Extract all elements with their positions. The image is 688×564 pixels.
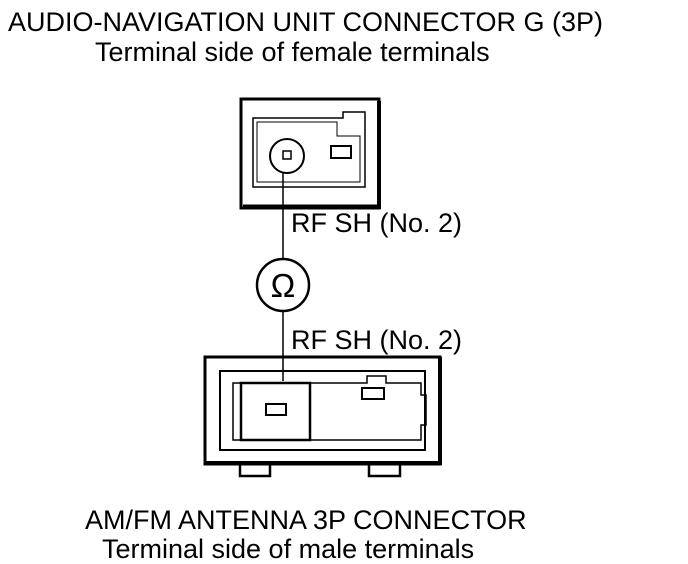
bottom-connector-body (219, 370, 426, 451)
bottom-connector (203, 355, 442, 478)
top-connector-title: AUDIO-NAVIGATION UNIT CONNECTOR G (3P) (8, 7, 604, 37)
bottom-connector-housing (232, 375, 427, 441)
ohm-symbol: Ω (271, 267, 296, 304)
bottom-connector-subtitle: Terminal side of male terminals (102, 534, 475, 564)
latch-tab-left (238, 464, 272, 478)
test-circuit (255, 173, 311, 381)
top-connector-subtitle: Terminal side of female terminals (95, 37, 490, 67)
coax-terminal-outer (269, 138, 305, 174)
top-connector-housing (252, 111, 366, 188)
bottom-terminal-2 (361, 387, 385, 400)
coax-male-pin (265, 403, 287, 416)
top-connector-shell (239, 97, 381, 210)
top-terminal-2 (330, 145, 352, 159)
upper-wire-label: RF SH (No. 2) (291, 208, 463, 238)
latch-tab-right (367, 464, 402, 478)
top-connector (239, 97, 381, 210)
coax-block (239, 381, 312, 442)
lower-wire-label: RF SH (No. 2) (291, 325, 463, 355)
bottom-connector-title: AM/FM ANTENNA 3P CONNECTOR (85, 505, 527, 535)
coax-terminal-pin (282, 150, 292, 160)
